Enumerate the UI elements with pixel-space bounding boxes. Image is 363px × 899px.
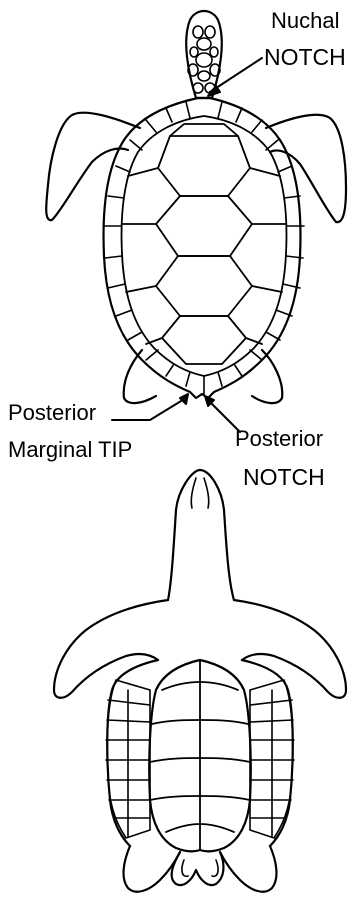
- dorsal-left-front-flipper: [46, 113, 140, 220]
- ventral-head: [168, 470, 234, 600]
- carapace-inner-ring: [122, 116, 287, 376]
- vertebral-scutes: [156, 124, 252, 364]
- ventral-left-front-flipper: [54, 600, 168, 698]
- posterior-marginal-tip-label-line2: Marginal TIP: [8, 437, 132, 463]
- dorsal-right-rear-flipper: [252, 350, 282, 403]
- ventral-right-rear-flipper: [220, 846, 276, 892]
- ventral-turtle: [54, 470, 346, 892]
- ventral-tail-inner: [182, 860, 218, 876]
- dorsal-head: [186, 11, 222, 98]
- ventral-right-front-flipper: [234, 600, 346, 698]
- ventral-head-inner: [191, 478, 209, 508]
- nuchal-label: Nuchal: [271, 8, 339, 34]
- nuchal-notch-label: NOTCH: [264, 44, 346, 70]
- posterior-notch-label-line2: NOTCH: [243, 464, 325, 490]
- posterior-tip-pointer: [112, 398, 186, 420]
- plastron-scutes: [150, 660, 250, 850]
- posterior-tip-arrowhead: [180, 394, 188, 404]
- posterior-marginal-tip-label-line1: Posterior: [8, 400, 96, 426]
- ventral-tail: [172, 852, 224, 885]
- posterior-notch-label-line1: Posterior: [235, 426, 323, 452]
